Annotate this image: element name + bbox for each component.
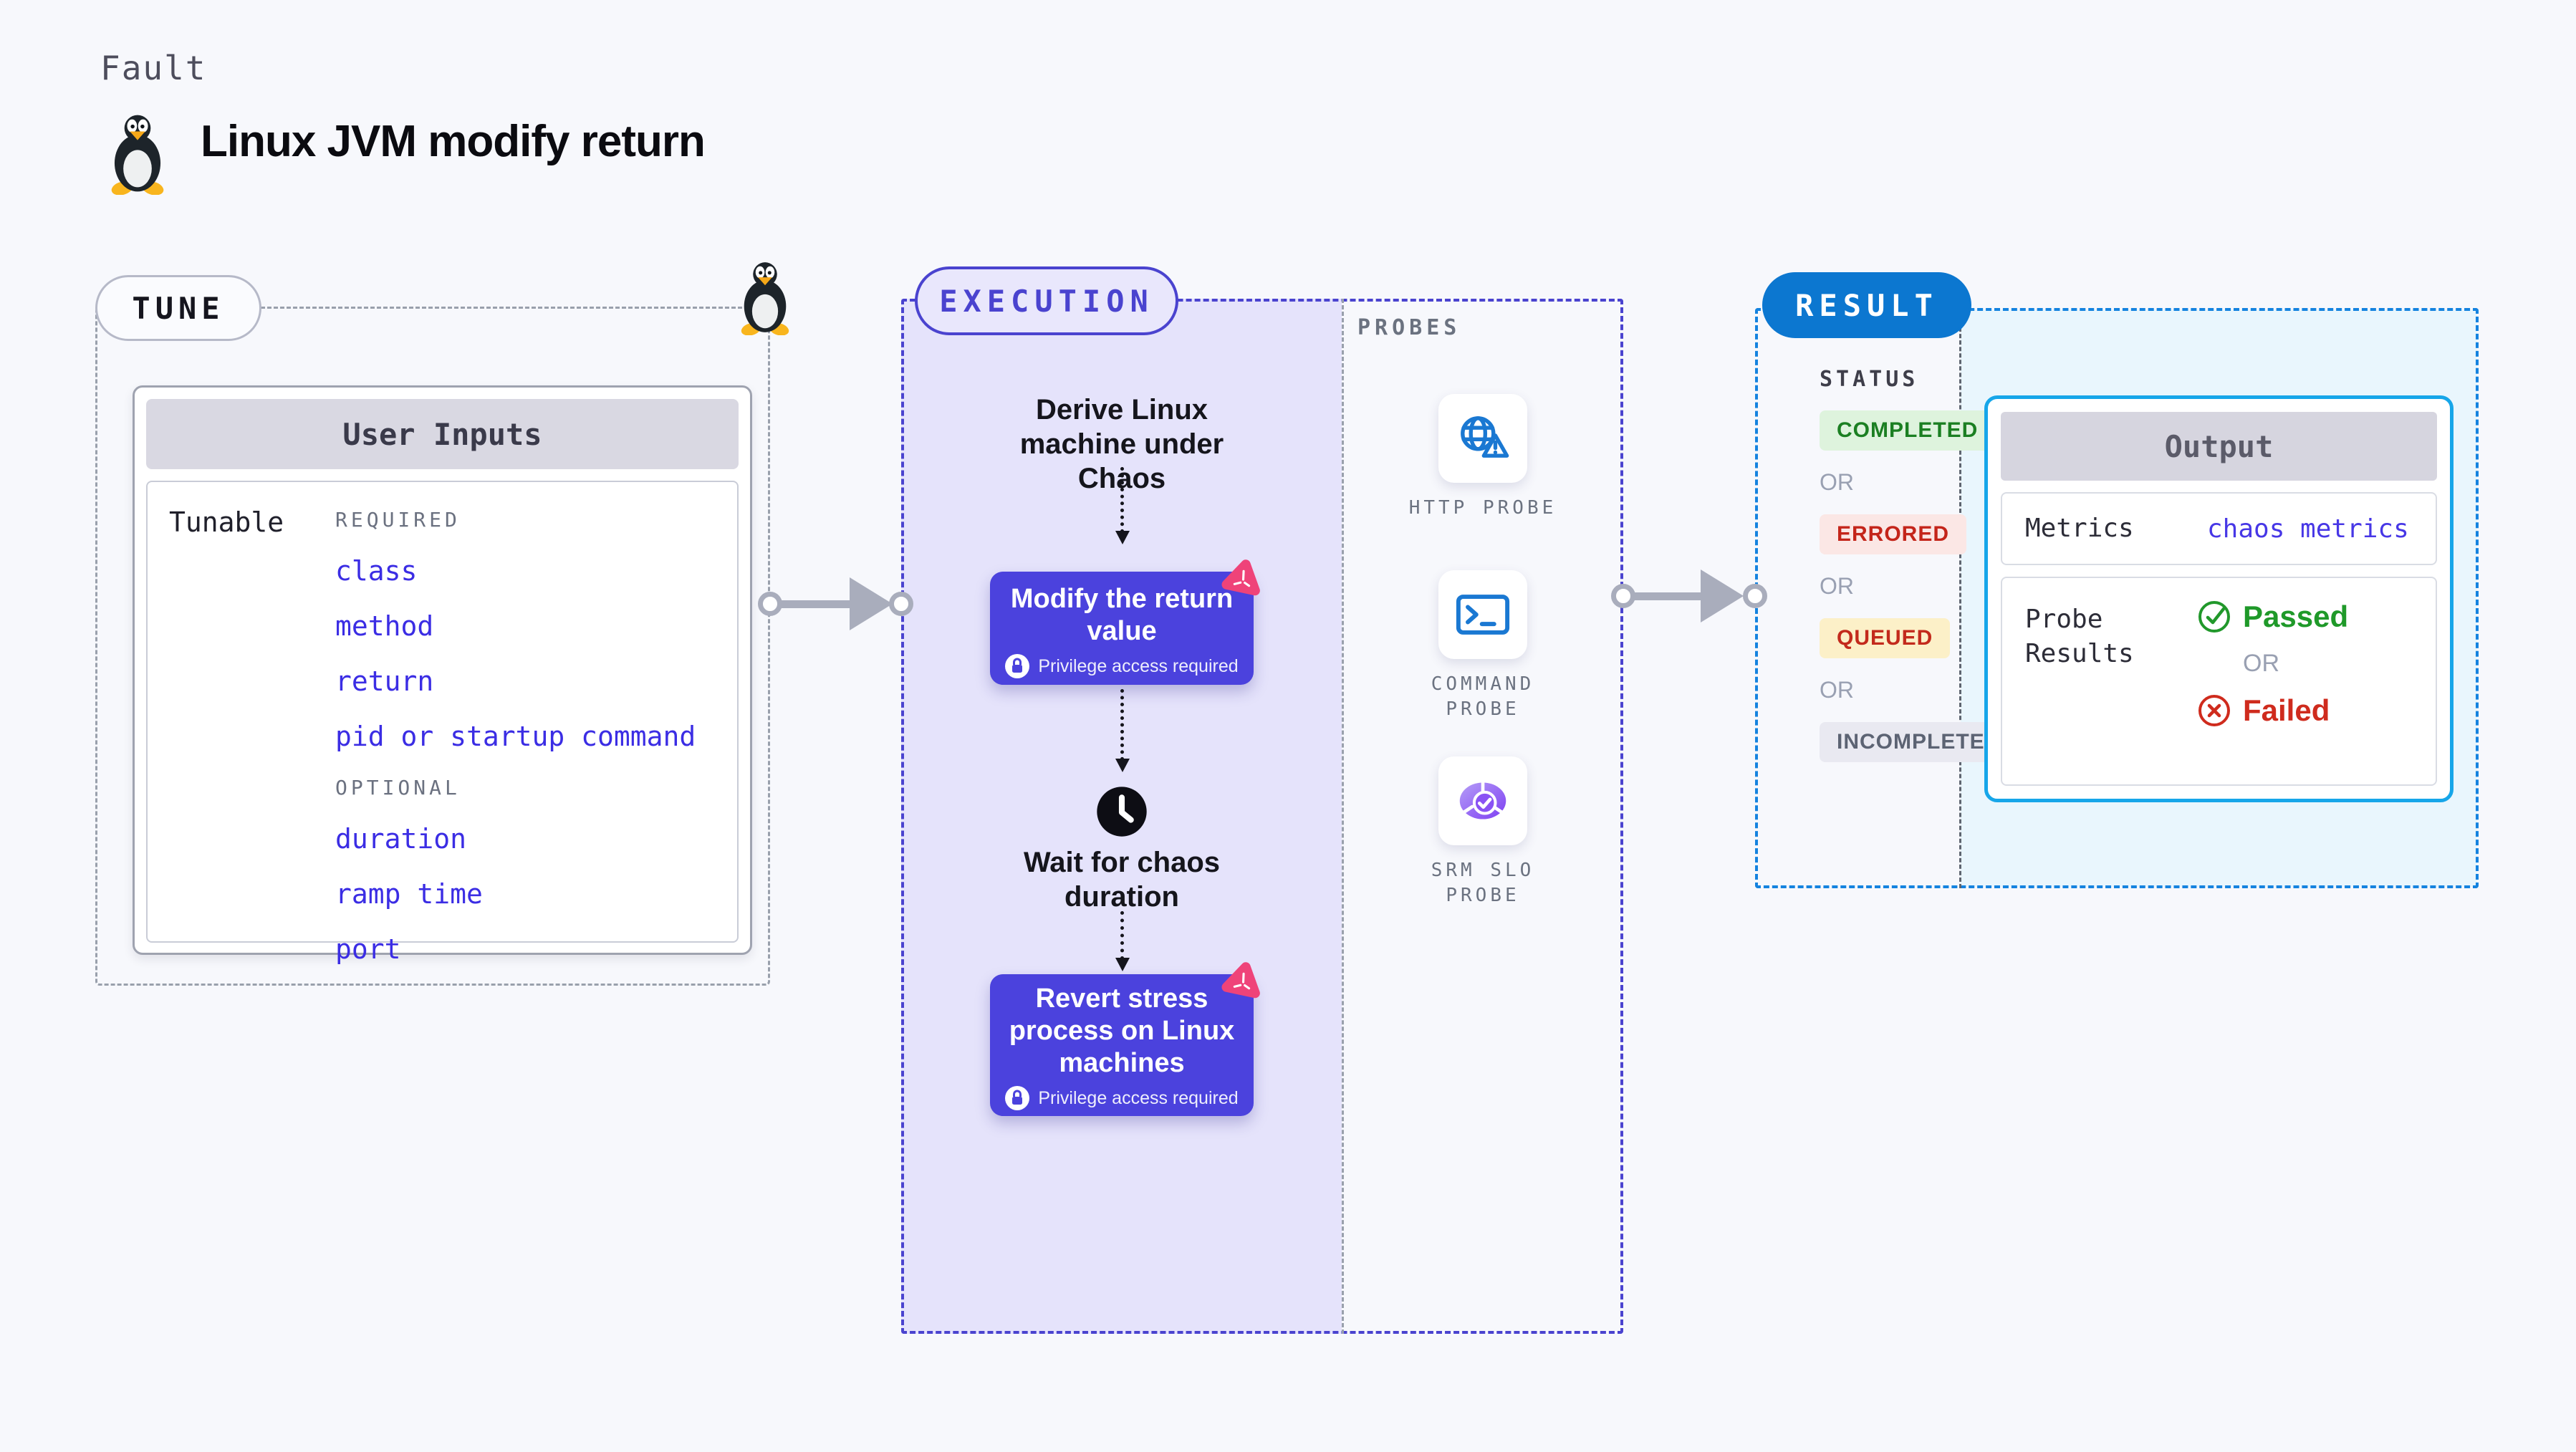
lock-icon [1005,1086,1030,1110]
execution-section-frame [901,299,1623,1334]
srm-slo-probe-label: SRM SLO PROBE [1431,860,1535,906]
param-link-pid-or-startup-command[interactable]: pid or startup command [335,721,696,752]
optional-label: OPTIONAL [335,776,461,799]
passed-row: Passed [2197,600,2348,634]
param-link-class[interactable]: class [335,555,418,587]
or-label: OR [1820,469,1854,495]
tux-penguin-icon [741,262,789,335]
lock-icon [1005,654,1030,678]
execution-section-badge: EXECUTION [915,266,1178,335]
required-label: REQUIRED [335,508,461,532]
dotted-arrow [1115,911,1130,971]
metrics-row: Metrics chaos metrics [2001,492,2437,565]
tune-section-frame [95,307,770,986]
user-inputs-list: Tunable REQUIRED class method return pid… [146,481,739,965]
param-link-duration[interactable]: duration [335,823,467,855]
tune-section-badge: TUNE [95,275,261,341]
failed-row: Failed [2197,693,2348,728]
probes-divider [1342,299,1344,1334]
http-probe-label: HTTP PROBE [1408,497,1557,519]
dotted-arrow [1115,689,1130,772]
user-inputs-title: User Inputs [146,399,739,469]
output-title: Output [2001,412,2437,481]
failed-label: Failed [2243,693,2330,727]
metrics-label: Metrics [2025,514,2134,543]
connector-dot-icon [1743,584,1767,608]
user-inputs-card: User Inputs Tunable REQUIRED class metho… [133,385,752,965]
step-wait-duration: Wait for chaos duration [1023,847,1221,913]
fault-eyebrow: Fault [100,49,207,87]
result-section-badge: RESULT [1762,272,1971,338]
privilege-note: Privilege access required [1038,1087,1239,1108]
or-label: OR [2243,650,2279,677]
status-badge-queued: QUEUED [1820,618,1951,658]
connector-dot-icon [1611,584,1635,608]
probe-results-row: Probe Results Passed OR Failed [2001,577,2437,786]
step-revert-stress-label: Revert stress process on Linux machines [1009,984,1235,1078]
tux-penguin-icon [111,115,164,195]
arrow-head-icon [1701,569,1744,622]
privilege-note: Privilege access required [1038,655,1239,676]
command-probe-card [1438,570,1527,659]
check-circle-icon [2198,601,2230,633]
param-link-method[interactable]: method [335,610,434,642]
arrow-execution-to-result [1635,592,1712,600]
dotted-arrow [1115,467,1130,544]
tunable-label: Tunable [169,506,284,538]
terminal-icon [1456,595,1510,635]
metrics-value-link[interactable]: chaos metrics [2207,514,2409,544]
or-label: OR [1820,677,1854,703]
connector-dot-icon [889,592,913,616]
step-derive-machine: Derive Linux machine under Chaos [1019,394,1224,494]
step-modify-return-label: Modify the return value [1010,584,1234,646]
arrow-head-icon [850,577,893,630]
step-modify-return-card: Modify the return value Privilege access… [990,559,1260,685]
passed-label: Passed [2243,600,2349,633]
output-card: Output Metrics chaos metrics Probe Resul… [1984,395,2454,802]
clock-icon [1097,787,1147,837]
result-divider [1959,308,1961,888]
command-probe-label: COMMAND PROBE [1431,673,1535,720]
page-title: Linux JVM modify return [201,117,706,166]
http-probe-card [1438,394,1527,483]
status-badge-errored: ERRORED [1820,514,1967,554]
probes-label: PROBES [1357,315,1461,340]
arrow-tune-to-execution [781,600,861,608]
status-badge-completed: COMPLETED [1820,410,1996,451]
or-label: OR [1820,573,1854,599]
srm-slo-probe-card [1438,756,1527,845]
status-label: STATUS [1820,367,1919,392]
connector-dot-icon [758,592,782,616]
slo-donut-icon [1459,781,1506,819]
param-link-return[interactable]: return [335,665,434,697]
chaos-icon [1221,962,1260,999]
param-link-ramp-time[interactable]: ramp time [335,878,483,910]
step-revert-stress-card: Revert stress process on Linux machines … [990,962,1260,1116]
chaos-icon [1221,559,1260,596]
probe-results-label: Probe Results [2025,605,2134,668]
param-link-port[interactable]: port [335,933,401,965]
x-circle-icon [2198,695,2230,726]
globe-alert-icon [1461,416,1509,458]
